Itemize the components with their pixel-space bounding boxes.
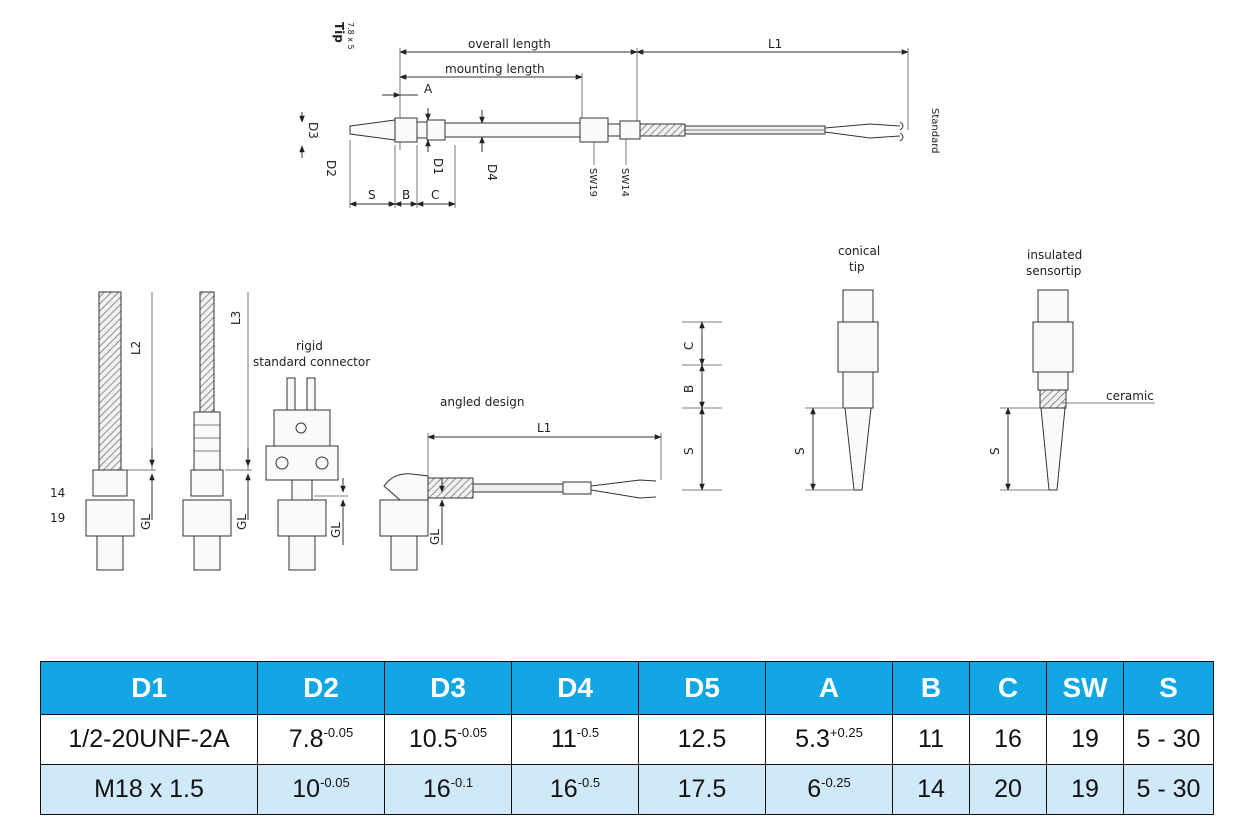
header-d4: D4 bbox=[511, 661, 639, 715]
l2-label: L2 bbox=[129, 341, 143, 355]
s-dim-label: S bbox=[682, 447, 696, 455]
cell-d2: 7.8-0.05 bbox=[257, 714, 385, 765]
cell-c: 16 bbox=[969, 714, 1047, 765]
insulated-label: insulated bbox=[1027, 248, 1082, 262]
dimensions-table: D1 D2 D3 D4 D5 A B C SW S 1/2-20UNF-2A 7… bbox=[40, 661, 1214, 815]
cell-s: 5 - 30 bbox=[1123, 714, 1214, 765]
rigid-label: rigid bbox=[296, 339, 323, 353]
sw14-label: SW14 bbox=[619, 168, 630, 197]
standard-label: Standard bbox=[929, 108, 940, 154]
header-c: C bbox=[969, 661, 1047, 715]
tip-label-2: tip bbox=[849, 260, 865, 274]
cell-d3: 10.5-0.05 bbox=[384, 714, 512, 765]
c-dim-label: C bbox=[682, 342, 696, 350]
header-d2: D2 bbox=[257, 661, 385, 715]
cell-b: 14 bbox=[892, 764, 970, 815]
table-header-row: D1 D2 D3 D4 D5 A B C SW S bbox=[40, 661, 1214, 715]
ceramic-label: ceramic bbox=[1106, 389, 1154, 403]
thread-14-label: 14 bbox=[50, 486, 65, 500]
header-d1: D1 bbox=[40, 661, 258, 715]
mounting-length-label: mounting length bbox=[445, 62, 545, 76]
overall-length-label: overall length bbox=[468, 37, 551, 51]
d4-label: D4 bbox=[485, 164, 499, 181]
conical-label: conical bbox=[838, 244, 880, 258]
c-label: C bbox=[431, 188, 439, 202]
cell-sw: 19 bbox=[1046, 764, 1124, 815]
sensortip-label: sensortip bbox=[1026, 264, 1081, 278]
cell-sw: 19 bbox=[1046, 714, 1124, 765]
b-label: B bbox=[402, 188, 410, 202]
header-a: A bbox=[765, 661, 893, 715]
b-dim-label: B bbox=[682, 385, 696, 393]
header-b: B bbox=[892, 661, 970, 715]
cell-d1: M18 x 1.5 bbox=[40, 764, 258, 815]
angled-design-label: angled design bbox=[440, 395, 525, 409]
table-row: 1/2-20UNF-2A 7.8-0.05 10.5-0.05 11-0.5 1… bbox=[40, 714, 1214, 765]
cable-variants-view: 14 19 L2 GL L3 GL rigid standard connect… bbox=[50, 244, 1155, 571]
gl-label-2: GL bbox=[235, 514, 249, 530]
gl-label-1: GL bbox=[139, 514, 153, 530]
cell-c: 20 bbox=[969, 764, 1047, 815]
tip-label: Tip bbox=[332, 22, 346, 43]
l3-label: L3 bbox=[229, 311, 243, 325]
table-row: M18 x 1.5 10-0.05 16-0.1 16-0.5 17.5 6-0… bbox=[40, 764, 1214, 815]
header-s: S bbox=[1123, 661, 1214, 715]
cell-d4: 16-0.5 bbox=[511, 764, 639, 815]
cell-d3: 16-0.1 bbox=[384, 764, 512, 815]
cell-d4: 11-0.5 bbox=[511, 714, 639, 765]
d3-label: D3 bbox=[306, 122, 320, 139]
tip-sub-label: 7.8 x 5 bbox=[346, 22, 355, 50]
standard-connector-label: standard connector bbox=[253, 355, 370, 369]
gl-label-4: GL bbox=[428, 529, 442, 545]
cell-d5: 12.5 bbox=[638, 714, 766, 765]
cell-b: 11 bbox=[892, 714, 970, 765]
l1-label: L1 bbox=[768, 37, 782, 51]
cell-d5: 17.5 bbox=[638, 764, 766, 815]
d2-label: D2 bbox=[324, 160, 338, 177]
cell-d2: 10-0.05 bbox=[257, 764, 385, 815]
sw19-label: SW19 bbox=[587, 168, 598, 197]
angled-l1-label: L1 bbox=[537, 421, 551, 435]
cell-a: 6-0.25 bbox=[765, 764, 893, 815]
header-sw: SW bbox=[1046, 661, 1124, 715]
s-insulated-label: S bbox=[988, 447, 1002, 455]
cell-s: 5 - 30 bbox=[1123, 764, 1214, 815]
cell-d1: 1/2-20UNF-2A bbox=[40, 714, 258, 765]
cell-a: 5.3+0.25 bbox=[765, 714, 893, 765]
header-d3: D3 bbox=[384, 661, 512, 715]
s-label: S bbox=[368, 188, 376, 202]
header-d5: D5 bbox=[638, 661, 766, 715]
technical-drawing: Tip 7.8 x 5 overall length L1 mounting l… bbox=[50, 22, 1155, 571]
s-conical-label: S bbox=[793, 447, 807, 455]
thread-19-label: 19 bbox=[50, 511, 65, 525]
a-label: A bbox=[424, 82, 433, 96]
gl-label-3: GL bbox=[329, 522, 343, 538]
top-assembly-view: Tip 7.8 x 5 overall length L1 mounting l… bbox=[299, 22, 940, 208]
d1-label: D1 bbox=[431, 158, 445, 175]
